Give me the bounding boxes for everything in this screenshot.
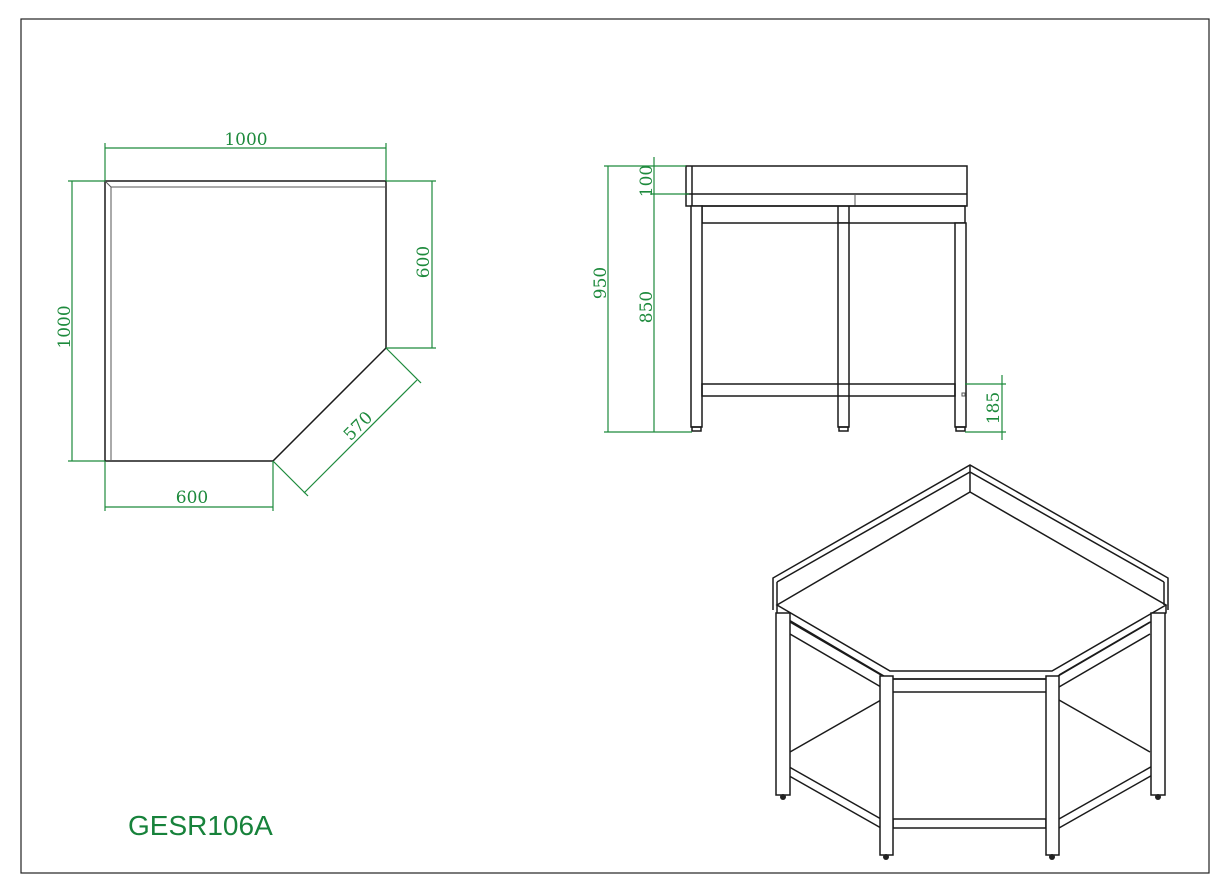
leg-left — [690, 205, 703, 428]
iso-lower-rail — [892, 818, 1047, 829]
dim-right: 600 — [386, 180, 436, 349]
dim-table-height: 850 — [637, 194, 657, 432]
apron — [701, 205, 966, 224]
iso-front-apron — [888, 678, 1054, 693]
drawing-frame — [20, 18, 1210, 874]
dim-diagonal: 570 — [272, 347, 422, 497]
plan-outline — [104, 180, 387, 462]
lower-rail — [701, 383, 956, 397]
iso-leg-front-left — [879, 675, 894, 856]
dim-shelf-height: 185 — [965, 375, 1006, 440]
dim-left-label: 1000 — [55, 305, 75, 348]
dim-upstand: 100 — [637, 157, 689, 197]
plan-view: 1000 1000 600 600 570 — [55, 130, 436, 511]
dim-total-height: 950 — [591, 165, 692, 433]
worktop-upstand — [685, 165, 968, 207]
iso-worktop — [775, 491, 1168, 672]
model-code: GESR106A — [128, 810, 273, 841]
dim-shelf-height-label: 185 — [984, 392, 1004, 424]
dim-top: 1000 — [104, 130, 387, 181]
plan-upstand-line — [110, 186, 386, 461]
dim-left: 1000 — [55, 180, 105, 462]
iso-leg-back-left — [775, 612, 791, 796]
dim-top-label: 1000 — [224, 130, 267, 150]
foot-right — [955, 426, 966, 432]
dim-bottom-label: 600 — [176, 488, 208, 508]
dim-diagonal-label: 570 — [340, 408, 377, 445]
iso-leg-front-right — [1045, 675, 1060, 856]
dim-right-label: 600 — [414, 246, 434, 278]
iso-leg-back-right — [1150, 612, 1166, 796]
isometric-view — [772, 464, 1169, 860]
dim-total-height-label: 950 — [591, 267, 611, 299]
foot-middle — [838, 426, 849, 432]
dim-upstand-label: 100 — [637, 165, 657, 197]
dim-table-height-label: 850 — [637, 291, 657, 323]
dim-bottom: 600 — [104, 461, 274, 511]
foot-left — [691, 426, 702, 432]
front-view: 950 100 850 185 — [591, 157, 1006, 440]
